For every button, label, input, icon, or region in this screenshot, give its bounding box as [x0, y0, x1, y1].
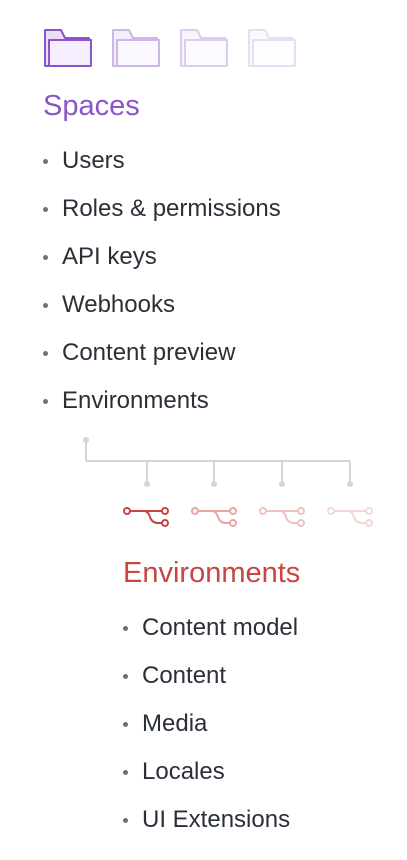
environments-title: Environments	[123, 557, 301, 589]
bullet-icon	[123, 818, 128, 823]
list-item-label: Content preview	[62, 339, 236, 366]
list-item-label: UI Extensions	[142, 806, 291, 833]
list-item: Content	[123, 652, 298, 700]
bullet-icon	[123, 674, 128, 679]
bullet-icon	[43, 399, 48, 404]
branch-icon	[259, 507, 305, 527]
environments-list: Content model Content Media Locales UI E…	[123, 604, 298, 844]
list-item-label: API keys	[62, 243, 157, 270]
spaces-folder-icons	[43, 24, 303, 70]
branch-icon	[327, 507, 373, 527]
connector-tree	[83, 437, 353, 487]
list-item: Content preview	[43, 329, 281, 377]
list-item: Locales	[123, 748, 298, 796]
list-item-label: Roles & permissions	[62, 195, 281, 222]
bullet-icon	[123, 626, 128, 631]
bullet-icon	[43, 351, 48, 356]
list-item-label: Media	[142, 710, 208, 737]
list-item: Roles & permissions	[43, 185, 281, 233]
bullet-icon	[43, 207, 48, 212]
list-item: Content model	[123, 604, 298, 652]
list-item-label: Environments	[62, 387, 209, 414]
folder-icon	[248, 29, 296, 67]
folder-icon	[44, 29, 92, 67]
list-item: Media	[123, 700, 298, 748]
environment-branch-icons	[122, 500, 382, 540]
list-item-label: Users	[62, 147, 125, 174]
list-item-label: Content	[142, 662, 227, 689]
spaces-list: Users Roles & permissions API keys Webho…	[43, 137, 281, 425]
list-item: Webhooks	[43, 281, 281, 329]
bullet-icon	[123, 770, 128, 775]
list-item: UI Extensions	[123, 796, 298, 844]
branch-icon	[191, 507, 237, 527]
list-item-label: Webhooks	[62, 291, 175, 318]
list-item: Users	[43, 137, 281, 185]
folder-icon	[112, 29, 160, 67]
list-item: API keys	[43, 233, 281, 281]
folder-icon	[180, 29, 228, 67]
bullet-icon	[43, 159, 48, 164]
branch-icon	[123, 507, 169, 527]
list-item-label: Content model	[142, 614, 299, 641]
spaces-title: Spaces	[43, 90, 140, 122]
bullet-icon	[43, 303, 48, 308]
bullet-icon	[43, 255, 48, 260]
bullet-icon	[123, 722, 128, 727]
list-item-label: Locales	[142, 758, 225, 785]
list-item: Environments	[43, 377, 281, 425]
